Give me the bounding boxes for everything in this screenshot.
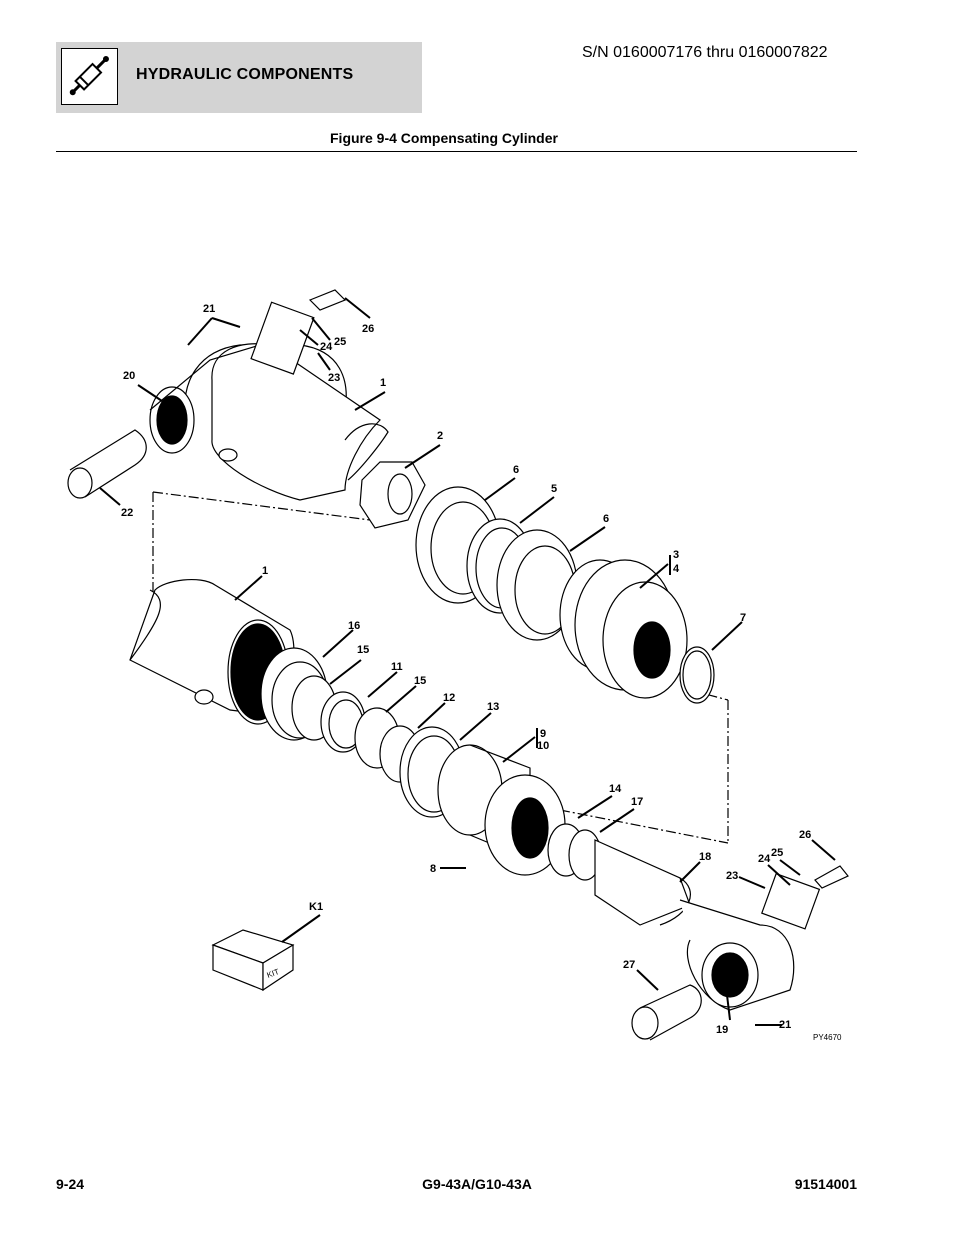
callout-19: 19 — [716, 1024, 728, 1036]
callout-8: 8 — [430, 863, 436, 875]
kit-label: KIT — [266, 967, 281, 980]
cylinder-barrel-upper — [149, 301, 389, 501]
exploded-view-drawing: KIT — [56, 270, 856, 1060]
callout-12: 12 — [443, 692, 455, 704]
callout-6: 6 — [603, 513, 609, 525]
callout-13: 13 — [487, 701, 499, 713]
callout-17: 17 — [631, 796, 643, 808]
section-header: HYDRAULIC COMPONENTS — [56, 42, 422, 113]
callout-21: 21 — [203, 303, 215, 315]
header-divider — [56, 151, 857, 152]
callout-10: 10 — [537, 740, 549, 752]
callout-5: 5 — [551, 483, 557, 495]
drawing-id: PY4670 — [813, 1033, 842, 1042]
callout-9: 9 — [540, 728, 546, 740]
hydraulic-cylinder-icon — [61, 48, 118, 105]
callout-14: 14 — [609, 783, 622, 795]
callout-7: 7 — [740, 612, 746, 624]
callout-26: 26 — [799, 829, 811, 841]
model-number: G9-43A/G10-43A — [422, 1176, 532, 1192]
callout-11: 11 — [391, 661, 403, 673]
callout-24: 24 — [320, 341, 333, 353]
callout-22: 22 — [121, 507, 133, 519]
callout-16: 16 — [348, 620, 360, 632]
figure-title: Figure 9-4 Compensating Cylinder — [330, 130, 558, 146]
callout-24: 24 — [758, 853, 771, 865]
callout-20: 20 — [123, 370, 135, 382]
callout-23: 23 — [726, 870, 738, 882]
callout-15: 15 — [357, 644, 369, 656]
callout-1: 1 — [380, 377, 386, 389]
callout-27: 27 — [623, 959, 635, 971]
callout-6: 6 — [513, 464, 519, 476]
callout-15: 15 — [414, 675, 426, 687]
callout-2: 2 — [437, 430, 443, 442]
manual-part-number: 91514001 — [794, 1176, 857, 1192]
serial-number-range: S/N 0160007176 thru 0160007822 — [582, 44, 828, 61]
callout-25: 25 — [334, 336, 346, 348]
callout-1: 1 — [262, 565, 268, 577]
callout-25: 25 — [771, 847, 783, 859]
kit-box: KIT — [211, 929, 295, 992]
section-title: HYDRAULIC COMPONENTS — [136, 66, 354, 83]
callout-23: 23 — [328, 372, 340, 384]
callout-k1: K1 — [309, 901, 323, 913]
callout-26: 26 — [362, 323, 374, 335]
callout-4: 4 — [673, 563, 680, 575]
callout-3: 3 — [673, 549, 679, 561]
page-number: 9-24 — [56, 1176, 85, 1192]
callout-21: 21 — [779, 1019, 791, 1031]
callout-18: 18 — [699, 851, 711, 863]
